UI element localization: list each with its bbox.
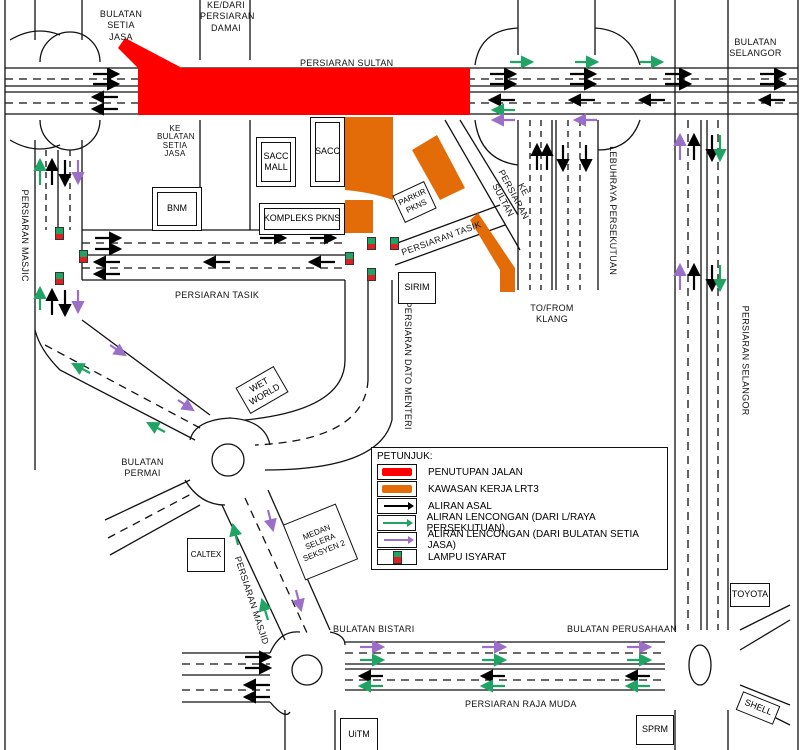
lrt3-work-zone-swatch (377, 481, 417, 497)
label-bulatan-setia-jasa: BULATAN SETIA JASA (99, 9, 143, 42)
label-persiaran-raja-muda: PERSIARAN RAJA MUDA (465, 699, 577, 709)
label-persiaran-dato-menteri: PERSIARAN DATO MENTERI (402, 301, 413, 430)
building-kompleks-pkns: KOMPLEKS PKNS (259, 203, 345, 235)
label-persiaran-masjid-north: PERSIARAN MASJIC (19, 189, 30, 282)
building-sacc: SACC (310, 117, 345, 187)
label-bulatan-selangor: BULATAN SELANGOR (729, 37, 782, 59)
label-bulatan-perusahaan: BULATAN PERUSAHAAN (567, 624, 678, 634)
legend-title: PETUNJUK: (377, 451, 433, 462)
building-sirim: SIRIM (398, 272, 436, 304)
building-bnm: BNM (152, 187, 202, 231)
traffic-light (345, 252, 354, 265)
label-ke-bulatan-setia-jasa: KE BULATAN SETIA JASA (157, 124, 195, 159)
road-closure-zone (118, 38, 470, 115)
traffic-light (367, 268, 376, 281)
label-bulatan-permai: BULATAN PERMAI (121, 457, 164, 479)
lrt3-work-zones (345, 117, 515, 292)
original-flow-arrows (45, 67, 788, 704)
road-closure-swatch (377, 464, 417, 480)
label-lebuhraya-persekutuan: LEBUHRAYA PERSEKUTUAN (608, 146, 619, 276)
label-ke-dari-persiaran-damai: KE/DARI PERSIARAN DAMAI (200, 0, 255, 33)
legend-item-diversion-setia-jasa: ALIRAN LENCONGAN (DARI BULATAN SETIA JAS… (377, 529, 667, 551)
black-arrow-icon (377, 498, 417, 514)
legend-item-road-closure: PENUTUPAN JALAN (377, 464, 523, 480)
building-uitm: UiTM (340, 718, 378, 750)
diversion-arrows-setia-jasa (71, 113, 687, 654)
legend: PETUNJUK: PENUTUPAN JALAN KAWASAN KERJA … (371, 447, 668, 570)
label-persiaran-tasik: PERSIARAN TASIK (175, 290, 260, 300)
legend-item-lrt3-work-zone: KAWASAN KERJA LRT3 (377, 481, 539, 497)
traffic-light (390, 237, 399, 250)
building-caltex: CALTEX (187, 538, 225, 572)
label-to-from-klang: TO/FROM KLANG (530, 303, 574, 325)
building-sacc-mall: SACC MALL (256, 137, 296, 187)
green-arrow-icon (377, 515, 416, 531)
building-sprm: SPRM (636, 715, 674, 745)
traffic-light-icon (377, 549, 417, 565)
building-toyota: TOYOTA (730, 583, 770, 607)
traffic-light (79, 250, 88, 263)
purple-arrow-icon (377, 532, 417, 548)
traffic-light (55, 272, 64, 285)
legend-item-traffic-light: LAMPU ISYARAT (377, 549, 507, 565)
label-persiaran-selangor: PERSIARAN SELANGOR (740, 305, 751, 416)
traffic-light (367, 237, 376, 250)
legend-item-original-flow: ALIRAN ASAL (377, 498, 492, 514)
traffic-light (55, 227, 64, 240)
diversion-arrows-federal (33, 55, 727, 693)
label-persiaran-sultan: PERSIARAN SULTAN (300, 58, 394, 68)
label-bulatan-bistari: BULATAN BISTARI (333, 624, 415, 634)
legend-item-diversion-federal: ALIRAN LENCONGAN (DARI L/RAYA PERSEKUTUA… (377, 512, 667, 534)
